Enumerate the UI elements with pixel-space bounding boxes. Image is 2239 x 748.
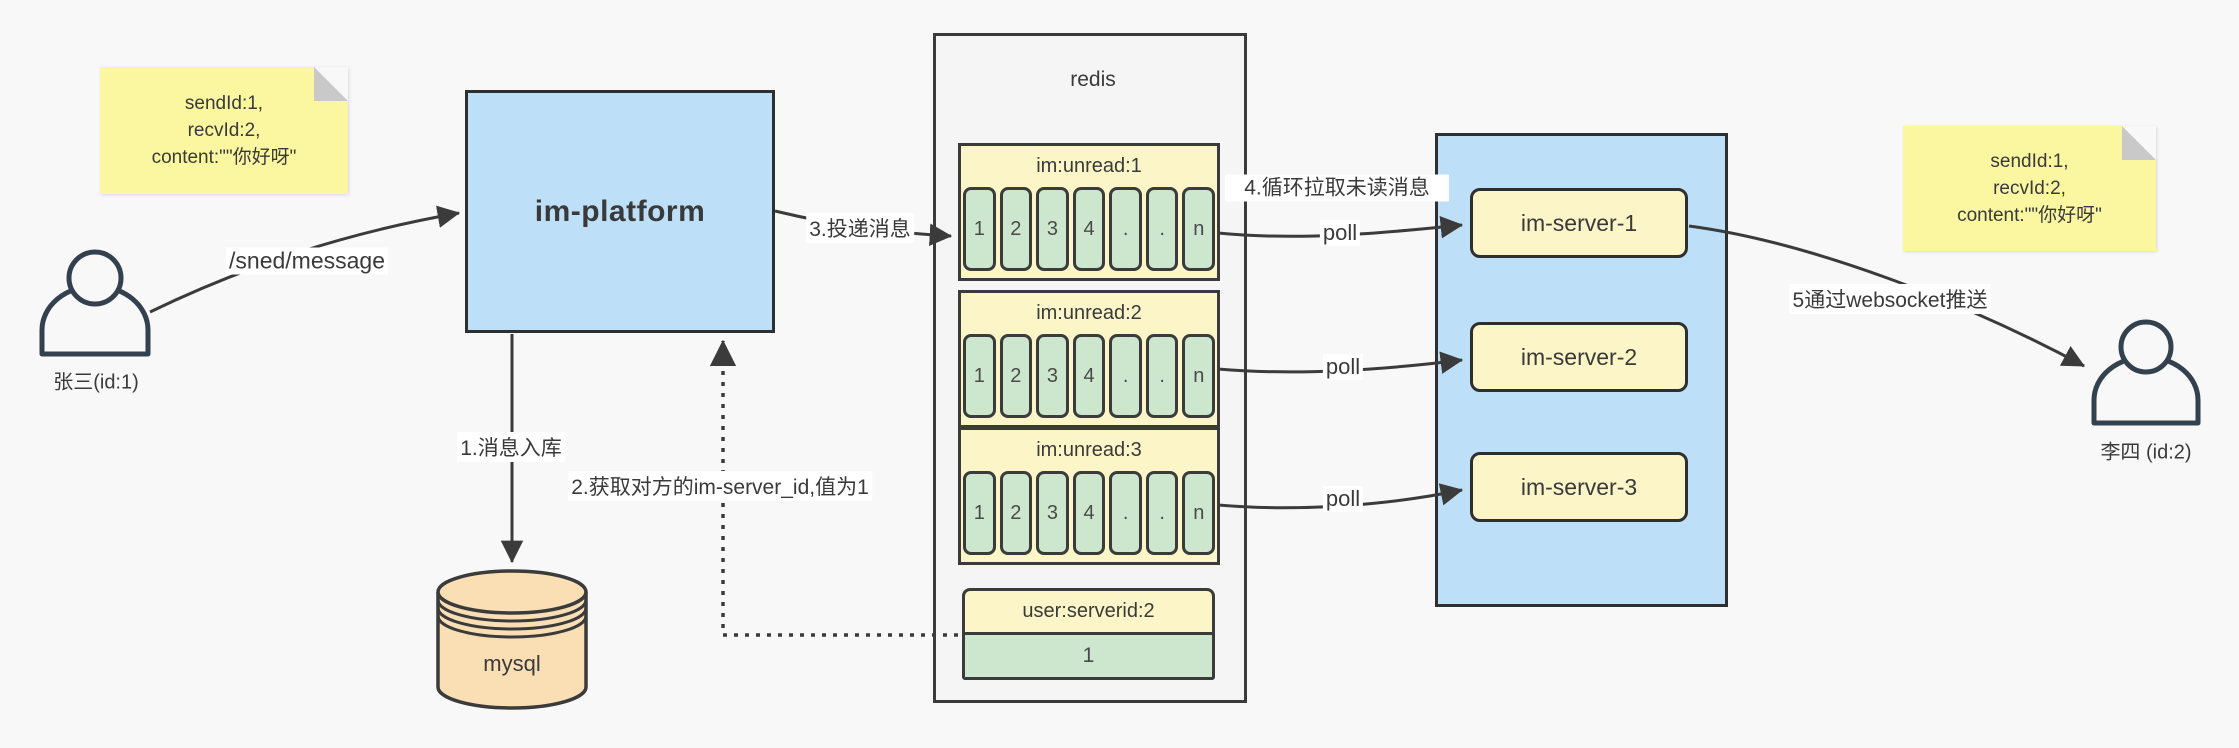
redis-title: redis [1070,68,1116,91]
queue-cell: 3 [1036,334,1069,418]
queue-cell: 1 [963,334,996,418]
queue-cell: 1 [963,187,996,271]
receiver-name-label: 李四 (id:2) [2100,441,2192,464]
queue-cell: n [1182,471,1216,555]
receiver-person-icon [2091,319,2201,426]
step1-label: 1.消息入库 [457,432,565,462]
poll-label-2: poll [1322,354,1364,380]
poll-label-1: poll [1319,220,1361,246]
note-line: content:""你好呀" [151,147,297,168]
message-note-right: sendId:1, recvId:2, content:""你好呀" [1903,126,2156,251]
queue-header: im:unread:3 [1036,439,1142,461]
note-line: sendId:1, [1990,151,2069,172]
queue-cell: . [1109,187,1142,271]
note-line: sendId:1, [184,93,264,114]
redis-queue-unread-1: im:unread:1 1 2 3 4 . . n [958,143,1220,281]
queue-cells-row: 1 2 3 4 . . n [961,334,1217,418]
im-server-3-box: im-server-3 [1470,452,1688,522]
queue-cell: n [1182,334,1216,418]
queue-cell: 2 [999,187,1033,271]
im-server-1-box: im-server-1 [1470,188,1688,258]
redis-queue-unread-2: im:unread:2 1 2 3 4 . . n [958,290,1220,428]
message-note-left: sendId:1, recvId:2, content:""你好呀" [100,67,348,194]
redis-queue-unread-3: im:unread:3 1 2 3 4 . . n [958,427,1220,565]
note-line: recvId:2, [187,120,261,141]
queue-header: im:unread:2 [1036,302,1142,324]
serverid-value: 1 [965,635,1212,677]
im-platform-label: im-platform [534,194,706,228]
queue-cell: 4 [1072,187,1106,271]
arrow-step2-dotted [709,339,958,637]
note-line: content:""你好呀" [1957,205,2102,226]
serverid-header: user:serverid:2 [965,591,1212,635]
queue-cell: 4 [1072,471,1106,555]
queue-cell: . [1145,471,1179,555]
queue-cell: n [1182,187,1216,271]
queue-cells-row: 1 2 3 4 . . n [961,187,1217,271]
queue-cells-row: 1 2 3 4 . . n [961,471,1217,555]
queue-cell: 1 [963,471,996,555]
note-line: recvId:2, [1993,178,2066,199]
note-fold-icon [2122,126,2156,160]
mysql-label: mysql [483,651,541,676]
arrow-step5-websocket [1688,224,2085,368]
im-server-2-box: im-server-2 [1470,322,1688,392]
queue-cell: 4 [1072,334,1106,418]
queue-header: im:unread:1 [1036,155,1142,177]
step2-label: 2.获取对方的im-server_id,值为1 [568,471,872,501]
step4-label: 4.循环拉取未读消息 [1225,174,1449,202]
note-fold-icon [314,67,348,101]
send-api-label: /sned/message [226,247,388,275]
queue-cell: 3 [1036,471,1069,555]
poll-label-3: poll [1322,486,1364,512]
queue-cell: . [1145,187,1179,271]
im-platform-box: im-platform [465,90,775,333]
step3-label: 3.投递消息 [806,213,914,243]
queue-cell: . [1109,471,1142,555]
mysql-database-icon [436,569,588,710]
redis-user-serverid-box: user:serverid:2 1 [962,588,1215,680]
sender-name-label: 张三(id:1) [53,371,139,394]
queue-cell: . [1109,334,1142,418]
queue-cell: . [1145,334,1179,418]
queue-cell: 3 [1036,187,1069,271]
step5-label: 5通过websocket推送 [1789,284,1991,314]
queue-cell: 2 [999,471,1033,555]
queue-cell: 2 [999,334,1033,418]
sender-person-icon [39,249,151,357]
